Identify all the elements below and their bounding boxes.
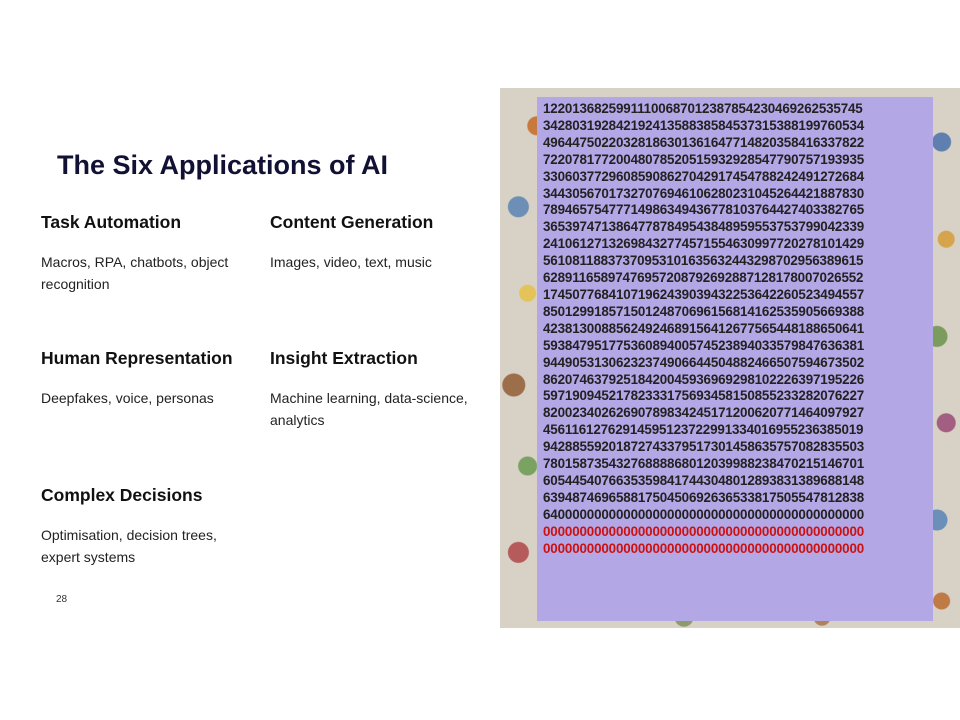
application-description: Macros, RPA, chatbots, object recognitio… bbox=[41, 254, 229, 292]
page-number: 28 bbox=[56, 594, 68, 605]
application-human-representation: Human Representation Deepfakes, voice, p… bbox=[41, 348, 251, 409]
number-row: 8501299185715012487069615681416253590566… bbox=[543, 303, 865, 319]
number-row: 3306037729608590862704291745478824249127… bbox=[543, 168, 865, 184]
number-row: 5610811883737095310163563244329870295638… bbox=[543, 253, 864, 269]
number-row: 4964475022032818630136164771482035841633… bbox=[543, 134, 865, 150]
application-content-generation: Content Generation Images, video, text, … bbox=[270, 212, 480, 273]
number-row: 7801587354327688886801203998823847021514… bbox=[543, 456, 865, 472]
number-row: 3443056701732707694610628023104526442188… bbox=[543, 185, 865, 201]
application-task-automation: Task Automation Macros, RPA, chatbots, o… bbox=[41, 212, 251, 295]
application-description: Deepfakes, voice, personas bbox=[41, 390, 214, 406]
number-row: 2410612713269843277457155463099772027810… bbox=[543, 236, 865, 252]
number-row: 8200234026269078983424517120062077146409… bbox=[543, 405, 865, 421]
application-insight-extraction: Insight Extraction Machine learning, dat… bbox=[270, 348, 480, 431]
application-heading: Insight Extraction bbox=[270, 348, 418, 368]
number-row: 5971909452178233317569345815085523328207… bbox=[543, 388, 865, 404]
number-row: 1745077684107196243903943225364226052349… bbox=[543, 286, 865, 302]
number-row: 6289116589747695720879269288712817800702… bbox=[543, 270, 864, 286]
slide-title: The Six Applications of AI bbox=[57, 150, 389, 180]
number-row: 4561161276291459512372299133401695523638… bbox=[543, 422, 864, 438]
number-row: 3428031928421924135883858453731538819976… bbox=[543, 117, 865, 133]
number-row: 7894657547771498634943677810376442740338… bbox=[543, 202, 865, 218]
number-row: 7220781772004807852051593292854779075719… bbox=[543, 151, 865, 167]
application-heading: Content Generation bbox=[270, 212, 434, 232]
application-description: Machine learning, data-science, analytic… bbox=[270, 390, 468, 428]
sprite-collage-image: 1220136825991110068701238785423046926253… bbox=[500, 88, 960, 628]
application-complex-decisions: Complex Decisions Optimisation, decision… bbox=[41, 485, 251, 568]
zero-row: 0000000000000000000000000000000000000000… bbox=[543, 540, 865, 556]
number-row: 6400000000000000000000000000000000000000… bbox=[543, 506, 865, 522]
zero-row: 0000000000000000000000000000000000000000… bbox=[543, 523, 865, 539]
application-heading: Task Automation bbox=[41, 212, 182, 232]
application-description: Images, video, text, music bbox=[270, 254, 432, 270]
number-row: 6394874696588175045069263653381750554781… bbox=[543, 489, 865, 505]
number-row: 8620746379251842004593696929810222639719… bbox=[543, 371, 865, 387]
number-row: 9449053130623237490664450488246650759467… bbox=[543, 354, 865, 370]
application-description: Optimisation, decision trees, expert sys… bbox=[41, 527, 217, 565]
number-row: 5938479517753608940057452389403357984763… bbox=[543, 337, 865, 353]
number-row: 1220136825991110068701238785423046926253… bbox=[543, 101, 863, 116]
large-number-box: 1220136825991110068701238785423046926253… bbox=[537, 97, 933, 621]
number-row: 9428855920187274337951730145863575708283… bbox=[543, 439, 865, 455]
application-heading: Complex Decisions bbox=[41, 485, 203, 505]
number-row: 6054454076635359841744304801289383138968… bbox=[543, 472, 865, 488]
application-heading: Human Representation bbox=[41, 348, 233, 368]
number-row: 3653974713864778784954384895955375379904… bbox=[543, 219, 865, 235]
number-row: 4238130088562492468915641267756544818865… bbox=[543, 320, 865, 336]
